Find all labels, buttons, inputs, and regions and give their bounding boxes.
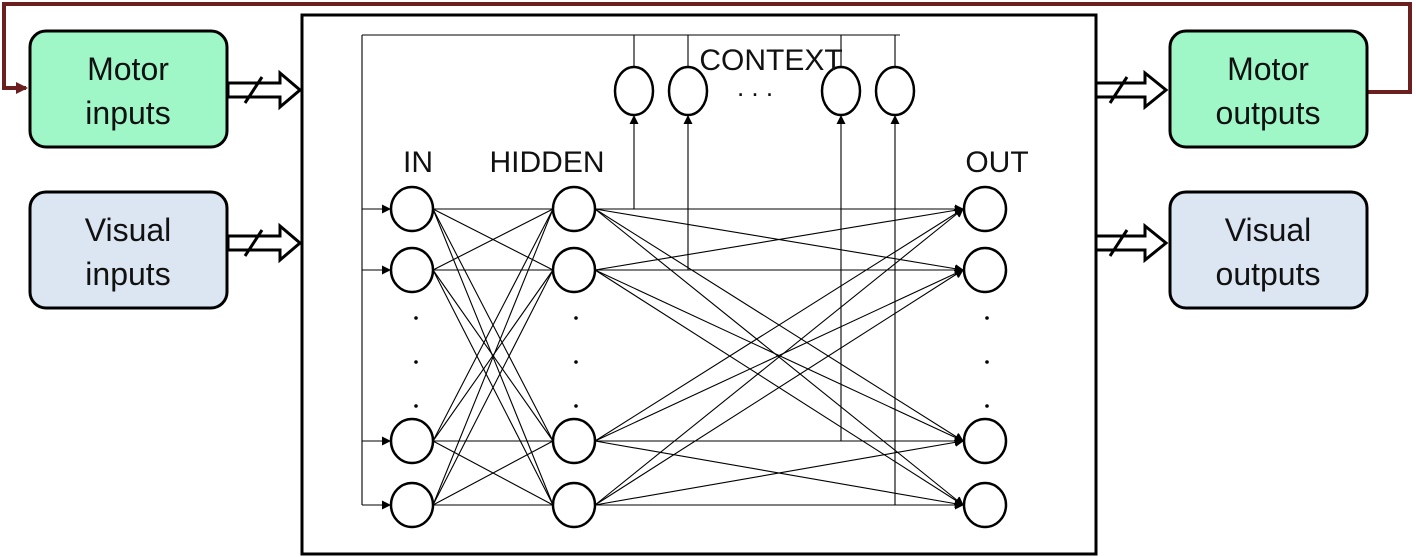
context-node-3 <box>820 65 862 117</box>
context-copy-2 <box>595 115 693 271</box>
connection-14 <box>432 269 554 506</box>
visual-output-arrow <box>1091 222 1169 264</box>
connection-9 <box>432 208 554 442</box>
out-node-3 <box>962 417 1008 465</box>
visual-inputs-box: Visual inputs <box>28 190 229 310</box>
hidden-node-3 <box>551 417 597 465</box>
context-node-1 <box>613 65 655 117</box>
hidden-node-4 <box>551 481 597 529</box>
context-node-4 <box>874 65 916 117</box>
in-layer-ellipsis <box>414 316 418 408</box>
in-node-4 <box>389 481 435 529</box>
visual-outputs-box: Visual outputs <box>1168 190 1369 310</box>
hidden-node-1 <box>551 185 597 233</box>
motor-input-arrow <box>226 69 303 111</box>
motor-outputs-line1: Motor <box>1227 51 1309 87</box>
connection-29 <box>594 208 964 506</box>
motor-inputs-line2: inputs <box>85 95 170 131</box>
visual-inputs-line2: inputs <box>85 256 170 292</box>
context-copy-1 <box>595 115 639 210</box>
visual-input-arrow <box>226 222 303 264</box>
connection-30 <box>594 269 964 506</box>
hidden-node-2 <box>551 246 597 294</box>
connection-5 <box>432 208 554 271</box>
connection-10 <box>432 269 554 442</box>
connection-31 <box>594 437 964 506</box>
context-layer-label: CONTEXT <box>699 44 842 77</box>
out-node-2 <box>962 246 1008 294</box>
in-node-1 <box>389 185 435 233</box>
in-node-3 <box>389 417 435 465</box>
motor-outputs-line2: outputs <box>1216 95 1321 131</box>
motor-inputs-box: Motor inputs <box>28 29 229 149</box>
network-connections <box>361 34 964 510</box>
visual-outputs-line2: outputs <box>1216 256 1321 292</box>
motor-inputs-line1: Motor <box>87 51 169 87</box>
out-layer-label: OUT <box>965 146 1028 179</box>
context-ellipsis: . . . <box>737 72 773 102</box>
motor-outputs-box: Motor outputs <box>1168 29 1369 149</box>
network-nodes <box>389 65 1008 529</box>
out-node-4 <box>962 481 1008 529</box>
hidden-layer-label: HIDDEN <box>489 146 604 179</box>
out-layer-ellipsis <box>985 316 989 408</box>
in-layer-label: IN <box>403 146 433 179</box>
motor-output-arrow <box>1091 69 1169 111</box>
connection-26 <box>594 269 964 442</box>
context-copy-3 <box>595 115 846 442</box>
hidden-layer-ellipsis <box>574 316 578 408</box>
out-node-1 <box>962 185 1008 233</box>
connection-15 <box>432 440 554 506</box>
context-node-2 <box>667 65 709 117</box>
connection-25 <box>594 208 964 442</box>
context-copy-4 <box>595 115 900 506</box>
visual-inputs-line1: Visual <box>85 212 172 248</box>
motor-feedback-loop <box>2 2 1412 94</box>
connection-21 <box>594 205 964 271</box>
in-node-2 <box>389 246 435 294</box>
visual-outputs-line1: Visual <box>1225 212 1312 248</box>
connection-13 <box>432 208 554 506</box>
